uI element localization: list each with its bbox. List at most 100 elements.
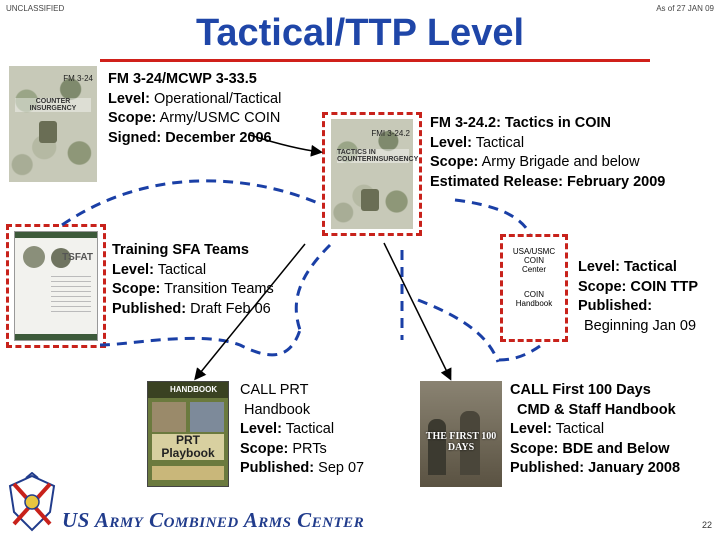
- first-100-level: Tactical: [555, 421, 605, 437]
- coin-cover-line3: Center: [521, 265, 546, 274]
- prt-name-line1: CALL PRT: [240, 382, 309, 398]
- first-100-scope: BDE and Below: [562, 440, 670, 457]
- coin-handbook-cover: USA/USMC COIN Center COIN Handbook: [500, 234, 568, 342]
- first-100-cover-title: THE FIRST 100 DAYS: [425, 431, 497, 453]
- dashed-link-coin-bottom: [497, 344, 541, 362]
- fm-3-24-2-release-label: Estimated Release:: [430, 173, 563, 190]
- fm-3-24-2-level: Tactical: [475, 134, 525, 151]
- coin-handbook-description: Level: Tactical Scope: COIN TTP Publishe…: [578, 258, 698, 336]
- sfa-published: Draft Feb 06: [190, 300, 271, 317]
- sfa-scope-label: Scope:: [112, 281, 161, 297]
- fm-3-24-2-description: FM 3-24.2: Tactics in COIN Level: Tactic…: [430, 114, 665, 192]
- soldier-figure: [460, 411, 480, 475]
- arrow-to-first100: [383, 242, 452, 381]
- fm-3-24-2-scope-label: Scope:: [430, 154, 479, 170]
- fm-3-24-level-label: Level:: [108, 90, 150, 107]
- fm-3-24-cover-title: COUNTER INSURGENCY: [15, 98, 91, 112]
- dashed-link-center-to-first100: [417, 298, 500, 363]
- first-100-name-line1: CALL First 100 Days: [510, 382, 651, 398]
- coin-cover-line5: Handbook: [515, 299, 553, 308]
- arrow-to-prt: [194, 243, 306, 381]
- page-title: Tactical/TTP Level: [195, 12, 525, 54]
- cover-text-lines: [51, 276, 91, 316]
- sfa-cover-band: [15, 232, 97, 238]
- prt-description: CALL PRT Handbook Level: Tactical Scope:…: [240, 381, 364, 479]
- fm-3-24-scope-label: Scope:: [108, 110, 157, 126]
- prt-cover-title: PRT Playbook: [152, 434, 224, 460]
- first-100-published-label: Published:: [510, 460, 585, 476]
- sfa-level-label: Level:: [112, 261, 154, 278]
- sfa-published-label: Published:: [112, 300, 187, 317]
- prt-level: Tactical: [285, 421, 335, 437]
- coin-level-label: Level:: [578, 259, 620, 275]
- prt-name-line2: Handbook: [244, 401, 311, 418]
- dashed-link-sfa-to-prt: [99, 329, 302, 357]
- arrow-fm324-to-fm3242: [249, 134, 323, 157]
- dashed-link-fm3242-to-coin: [454, 198, 532, 235]
- coin-published: Beginning Jan 09: [584, 317, 697, 334]
- sfa-description: Training SFA Teams Level: Tactical Scope…: [112, 241, 274, 319]
- sfa-name: Training SFA Teams: [112, 242, 249, 258]
- dashed-link-fm3242-left: [294, 243, 332, 331]
- emblem-icon: [23, 246, 45, 268]
- fm-3-24-level: Operational/Tactical: [153, 90, 282, 107]
- fm-3-24-name: FM 3-24/MCWP 3-33.5: [108, 71, 257, 87]
- sfa-scope: Transition Teams: [164, 281, 274, 297]
- combined-arms-center-emblem: [4, 471, 60, 536]
- prt-scope-label: Scope:: [240, 440, 289, 457]
- as-of-date: As of 27 JAN 09: [656, 4, 714, 13]
- dashed-link-sfa-to-fm3242: [61, 179, 319, 227]
- prt-cover-footer: [152, 466, 224, 480]
- coin-cover-line2: COIN: [524, 256, 544, 265]
- fm-3-24-2-level-label: Level:: [430, 134, 472, 151]
- first-100-days-cover-image: THE FIRST 100 DAYS: [420, 381, 502, 487]
- coin-cover-line1: USA/USMC: [512, 247, 556, 256]
- fm-3-24-2-cover-image: FMI 3-24.2 TACTICS IN COUNTERINSURGENCY: [331, 119, 419, 229]
- prt-handbook-cover-image: HANDBOOK PRT Playbook: [147, 381, 229, 487]
- prt-cover-header: HANDBOOK: [148, 382, 228, 398]
- fm-3-24-2-cover-label: FMI 3-24.2: [371, 129, 410, 138]
- fm-3-24-2-frame: FMI 3-24.2 TACTICS IN COUNTERINSURGENCY: [322, 112, 422, 236]
- sfa-cover-band-bottom: [15, 334, 97, 340]
- army-seal-icon: [39, 121, 57, 143]
- emblem-icon: [8, 471, 56, 532]
- sfa-cover-image: TSFAT: [14, 231, 98, 341]
- army-seal-icon: [361, 189, 379, 211]
- sfa-frame: TSFAT: [6, 224, 106, 348]
- fm-3-24-signed: December 2006: [165, 129, 272, 146]
- coin-level: Tactical: [623, 259, 677, 275]
- fm-3-24-2-name: FM 3-24.2: Tactics in COIN: [430, 115, 612, 131]
- footer-org-name: US Army Combined Arms Center: [62, 508, 365, 532]
- title-divider: [100, 59, 650, 62]
- sfa-level: Tactical: [157, 261, 207, 278]
- first-100-level-label: Level:: [510, 421, 552, 437]
- first-100-scope-label: Scope:: [510, 440, 559, 457]
- page-number: 22: [701, 520, 712, 530]
- first-100-description: CALL First 100 Days CMD & Staff Handbook…: [510, 381, 715, 479]
- coin-published-label: Published:: [578, 298, 653, 314]
- fm-3-24-2-cover-title: TACTICS IN COUNTERINSURGENCY: [337, 149, 419, 163]
- fm-3-24-cover-label: FM 3-24: [63, 74, 93, 83]
- sfa-cover-label: TSFAT: [62, 252, 93, 263]
- prt-scope: PRTs: [292, 440, 327, 457]
- prt-level-label: Level:: [240, 421, 282, 437]
- fm-3-24-2-scope: Army Brigade and below: [481, 154, 640, 170]
- fm-3-24-description: FM 3-24/MCWP 3-33.5 Level: Operational/T…: [108, 70, 281, 148]
- fm-3-24-cover-image: FM 3-24 COUNTER INSURGENCY: [9, 66, 97, 182]
- soldier-figure: [428, 419, 446, 475]
- fm-3-24-signed-label: Signed:: [108, 129, 162, 146]
- prt-published-label: Published:: [240, 460, 315, 476]
- prt-published: Sep 07: [318, 460, 365, 476]
- first-100-published: January 2008: [588, 460, 681, 476]
- prt-cover-photo: [190, 402, 224, 432]
- coin-cover-line4: COIN: [524, 290, 544, 299]
- coin-scope: COIN TTP: [630, 278, 699, 295]
- fm-3-24-2-release: February 2009: [567, 173, 666, 190]
- first-100-name-line2: CMD & Staff Handbook: [517, 401, 676, 418]
- prt-cover-top: HANDBOOK: [170, 385, 218, 394]
- prt-cover-photo: [152, 402, 186, 432]
- emblem-icon: [51, 248, 71, 268]
- classification-marking: UNCLASSIFIED: [6, 4, 65, 13]
- fm-3-24-scope: Army/USMC COIN: [159, 110, 281, 126]
